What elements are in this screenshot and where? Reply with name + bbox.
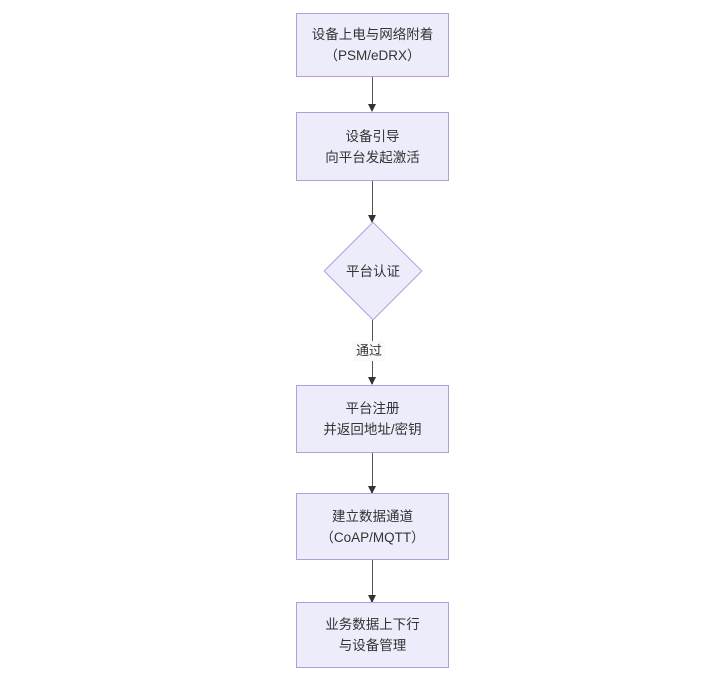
flow-edge-n3-n4-label: 通过 bbox=[353, 341, 386, 361]
flow-edge-n4-n5 bbox=[372, 453, 373, 493]
flow-node-platform-register[interactable]: 平台注册 并返回地址/密钥 bbox=[296, 385, 449, 453]
flow-edge-n2-n3 bbox=[372, 181, 373, 221]
flow-edge-n1-n2-arrowhead bbox=[368, 104, 376, 112]
flow-node-data-channel[interactable]: 建立数据通道 （CoAP/MQTT） bbox=[296, 493, 449, 560]
flow-node-data-channel-line2: （CoAP/MQTT） bbox=[320, 529, 425, 545]
flow-node-device-bootstrap[interactable]: 设备引导 向平台发起激活 bbox=[296, 112, 449, 181]
flow-node-platform-register-line1: 平台注册 bbox=[345, 401, 400, 416]
flow-node-data-channel-line1: 建立数据通道 bbox=[332, 508, 413, 524]
flow-node-device-bootstrap-line1: 设备引导 bbox=[345, 128, 400, 144]
flow-node-device-power-on-line1: 设备上电与网络附着 bbox=[311, 27, 434, 42]
flow-node-business-data-line2: 与设备管理 bbox=[338, 638, 407, 653]
flow-edge-n5-n6-arrowhead bbox=[368, 595, 376, 603]
flow-edge-n2-n3-arrowhead bbox=[368, 215, 376, 223]
flow-edge-n1-n2 bbox=[372, 77, 373, 108]
flow-node-device-bootstrap-line2: 向平台发起激活 bbox=[325, 149, 420, 165]
flow-node-platform-auth-label: 平台认证 bbox=[346, 263, 400, 279]
flow-node-platform-auth[interactable]: 平台认证 bbox=[323, 221, 423, 321]
flow-edge-n4-n5-arrowhead bbox=[368, 486, 376, 494]
flow-node-platform-register-line2: 并返回地址/密钥 bbox=[323, 422, 422, 437]
flow-node-business-data-line1: 业务数据上下行 bbox=[325, 617, 420, 632]
flow-node-device-power-on[interactable]: 设备上电与网络附着 （PSM/eDRX） bbox=[296, 13, 449, 77]
flow-node-business-data[interactable]: 业务数据上下行 与设备管理 bbox=[296, 602, 449, 668]
flow-edge-n5-n6 bbox=[372, 560, 373, 602]
flow-edge-n3-n4-arrowhead bbox=[368, 377, 376, 385]
flow-node-device-power-on-line2: （PSM/eDRX） bbox=[324, 48, 421, 63]
